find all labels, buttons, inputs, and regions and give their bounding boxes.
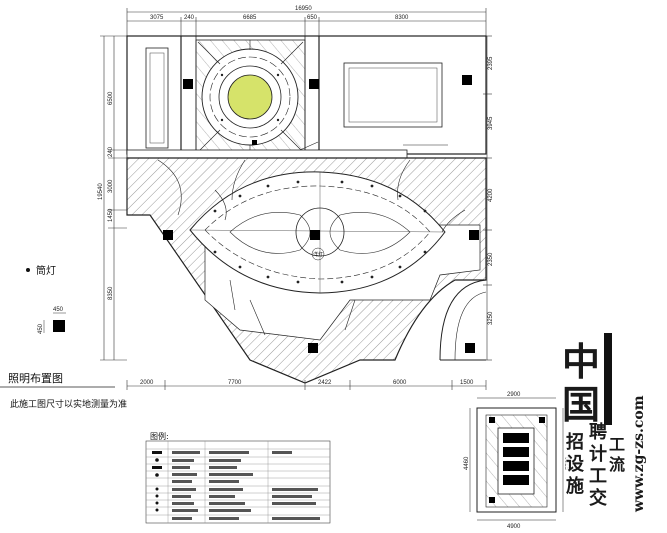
top-total-dim: 16950 <box>295 6 312 12</box>
wm-domain: www.zg-zs.com <box>631 395 647 513</box>
bottom-dim-1: 2000 <box>140 380 154 386</box>
bottom-dim-3: 2422 <box>318 380 332 386</box>
bottom-dim-2: 7700 <box>228 380 242 386</box>
logo-char-1: 中 <box>562 339 600 384</box>
left-dim-5: 8350 <box>108 286 114 300</box>
left-dimensions <box>100 35 127 361</box>
downlight <box>308 343 318 353</box>
right-dim-5: 3250 <box>488 311 494 325</box>
wm-char-zhao: 招 <box>566 431 584 453</box>
top-dim-4: 650 <box>307 15 318 21</box>
mini-left-dim: 4460 <box>464 456 470 470</box>
downlight <box>309 79 319 89</box>
drawing-title: 照明布置图 <box>8 372 63 385</box>
downlight-fixtures <box>163 75 479 353</box>
mini-bottom-dim: 4900 <box>507 524 521 530</box>
top-dim-3: 6685 <box>243 15 257 21</box>
center-fixture-label: 洋灯 <box>313 251 323 258</box>
bottom-dimensions <box>126 380 487 390</box>
construction-note: 此施工图尺寸以实地测量为准 <box>10 398 127 410</box>
wm-char-liu: 流 <box>609 455 625 474</box>
mini-top-dim: 2900 <box>507 392 521 398</box>
mini-plan <box>469 397 564 521</box>
wm-char-gong2: 工 <box>609 435 625 454</box>
downlight <box>465 343 475 353</box>
legend-table-title: 图例: <box>150 431 169 441</box>
symbol-legend-table: 图例: <box>145 431 331 524</box>
wm-char-gong: 工 <box>589 466 607 487</box>
downlight <box>462 75 472 85</box>
wm-char-shi: 施 <box>566 475 584 497</box>
left-dim-2: 240 <box>108 146 114 157</box>
right-dim-3: 4200 <box>488 188 494 202</box>
left-dim-1: 6500 <box>108 91 114 105</box>
oval-cove-lights <box>213 73 427 284</box>
legend-downlight-symbol <box>53 320 65 332</box>
wm-char-pin: 聘 <box>589 421 607 443</box>
right-dim-4: 2350 <box>488 252 494 266</box>
fixture-legend: 筒灯 450 450 <box>26 264 66 334</box>
watermark-logo: 中 国 招 设 施 聘 计 工 交 工 流 www.zg-zs.com <box>562 333 652 515</box>
downlight <box>469 230 479 240</box>
top-dim-2: 240 <box>184 15 195 21</box>
left-total-dim: 19540 <box>98 183 104 200</box>
downlight <box>252 140 257 145</box>
right-dim-2: 3945 <box>488 116 494 130</box>
logo-char-2: 国 <box>562 382 600 427</box>
legend-dim-b: 450 <box>38 323 44 334</box>
top-dimensions <box>126 8 487 36</box>
downlight <box>310 230 320 240</box>
downlight <box>163 230 173 240</box>
legend-label: 筒灯 <box>36 264 56 277</box>
central-pendant-light <box>227 74 273 120</box>
legend-dim-a: 450 <box>53 307 64 313</box>
bottom-dim-4: 6000 <box>393 380 407 386</box>
wm-char-jiao: 交 <box>589 487 607 509</box>
top-dim-5: 8300 <box>395 15 409 21</box>
wm-char-ji: 计 <box>589 443 607 465</box>
top-dim-1: 3075 <box>150 15 164 21</box>
wm-char-she: 设 <box>566 454 584 475</box>
left-dim-4: 1450 <box>108 208 114 222</box>
left-dim-3: 3000 <box>108 179 114 193</box>
bottom-dim-5: 1500 <box>460 380 474 386</box>
downlight <box>183 79 193 89</box>
right-dim-1: 2395 <box>488 56 494 70</box>
floor-plan: 洋灯 <box>126 35 487 384</box>
